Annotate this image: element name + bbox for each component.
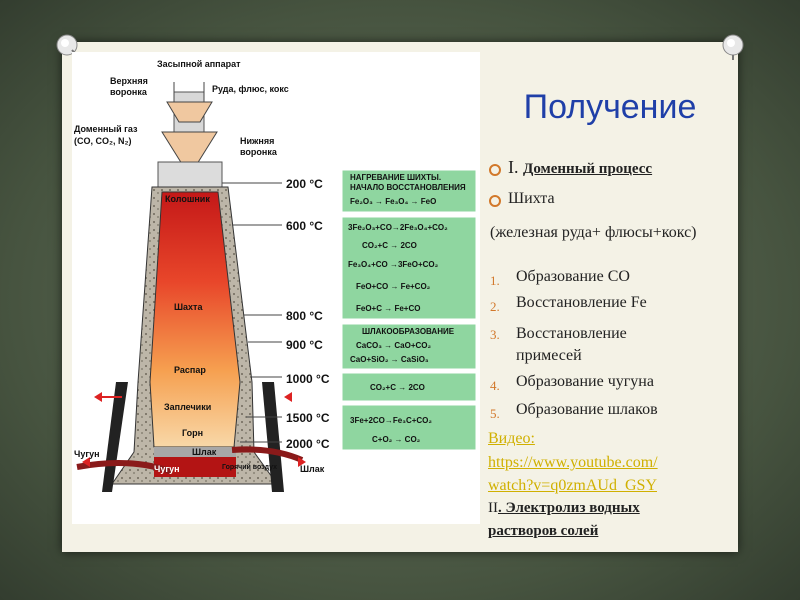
temp-label: 1000 °C: [286, 372, 330, 386]
part2-text: . Электролиз водных: [498, 500, 640, 516]
label-gas: Доменный газ: [74, 124, 138, 134]
video-link[interactable]: https://www.youtube.com/: [488, 454, 658, 471]
bullet-icon: [489, 164, 501, 176]
label-zaplechiki: Заплечики: [164, 402, 211, 412]
reaction-text: CO₂+C → 2CO: [362, 241, 417, 250]
charging-apparatus: [157, 82, 223, 188]
label-pig-out: Чугун: [74, 449, 100, 459]
list-number: 5.: [490, 406, 500, 421]
reaction-text: Fe₃O₄+CO →3FeO+CO₂: [348, 260, 439, 269]
label-lower-funnel-2: воронка: [240, 147, 278, 157]
reaction-text: Fe₂O₃ → Fe₃O₄ → FeO: [350, 197, 436, 206]
label-slag-out: Шлак: [300, 464, 325, 474]
item-doman: I. Доменный процесс: [508, 157, 652, 178]
list-number: 4.: [490, 378, 500, 393]
reaction-box: [341, 323, 477, 370]
label-raspar: Распар: [174, 365, 206, 375]
item-composition: (железная руда+ флюсы+кокс): [490, 224, 697, 241]
video-label[interactable]: Видео:: [488, 430, 535, 447]
label-charging: Засыпной аппарат: [157, 59, 241, 69]
blast-furnace-diagram: Засыпной аппарат Верхняя воронка Руда, ф…: [72, 52, 480, 524]
label-gas-2: (CO, CO₂, N₂): [74, 136, 132, 146]
list-item: Образование чугуна: [516, 373, 654, 390]
label-slag-inside: Шлак: [192, 447, 217, 457]
temp-label: 200 °C: [286, 177, 323, 191]
list-item: Восстановление примесей: [516, 325, 627, 364]
temp-label: 2000 °C: [286, 437, 330, 451]
slag-channel: [231, 446, 304, 463]
reaction-text: 3Fe₂O₃+CO→2Fe₃O₄+CO₂: [348, 223, 448, 232]
reaction-text: CaCO₃ → CaO+CO₂: [356, 341, 431, 350]
item-text: Доменный процесс: [523, 161, 653, 177]
reaction-text: CO₂+C → 2CO: [370, 383, 425, 392]
reaction-text: C+O₂ → CO₂: [372, 435, 421, 444]
part2-line1: II. Электролиз водных: [488, 500, 640, 517]
label-ore: Руда, флюс, кокс: [212, 84, 289, 94]
label-upper-funnel-2: воронка: [110, 87, 148, 97]
label-upper-funnel: Верхняя: [110, 76, 148, 86]
reaction-text: НАГРЕВАНИЕ ШИХТЫ.: [350, 173, 441, 182]
bullet-icon: [489, 195, 501, 207]
label-hot-air: Горячий воздух: [222, 463, 277, 471]
label-shaft: Шахта: [174, 302, 203, 312]
part2-line2: растворов солей: [488, 523, 599, 539]
list-number: 2.: [490, 299, 500, 314]
part2-prefix: II: [488, 500, 498, 516]
video-link-cont[interactable]: watch?v=q0zmAUd_GSY: [488, 477, 657, 494]
item-prefix: I.: [508, 157, 519, 177]
reaction-text: 3Fe+2CO→Fe₃C+CO₂: [350, 416, 432, 425]
temp-label: 1500 °C: [286, 411, 330, 425]
reaction-text: FeO+C → Fe+CO: [356, 304, 420, 313]
label-lower-funnel: Нижняя: [240, 136, 274, 146]
temp-label: 900 °C: [286, 338, 323, 352]
reaction-text: FeO+CO → Fe+CO₂: [356, 282, 431, 291]
reaction-box: [341, 372, 477, 402]
blast-furnace-svg: Засыпной аппарат Верхняя воронка Руда, ф…: [74, 59, 477, 492]
reaction-box: [341, 216, 477, 320]
item-shikhta: Шихта: [508, 190, 555, 207]
list-item: Образование шлаков: [516, 401, 658, 418]
reaction-box: [341, 169, 477, 213]
list-number: 1.: [490, 273, 500, 288]
temp-label: 600 °C: [286, 219, 323, 233]
slag-layer: [154, 447, 236, 457]
list-item: Восстановление Fe: [516, 294, 647, 311]
reaction-text: НАЧАЛО ВОССТАНОВЛЕНИЯ: [350, 183, 466, 192]
reaction-text: ШЛАКООБРАЗОВАНИЕ: [362, 327, 455, 336]
label-koloshnik: Колошник: [165, 194, 210, 204]
reaction-box: [341, 404, 477, 451]
pushpin-icon: [722, 34, 744, 60]
label-gorn: Горн: [182, 428, 203, 438]
slide-title: Получение: [523, 88, 697, 126]
list-number: 3.: [490, 327, 500, 342]
reaction-text: CaO+SiO₂ → CaSiO₃: [350, 355, 429, 364]
list-item: Образование СО: [516, 268, 630, 285]
temp-label: 800 °C: [286, 309, 323, 323]
label-pig-inside: Чугун: [154, 464, 180, 474]
